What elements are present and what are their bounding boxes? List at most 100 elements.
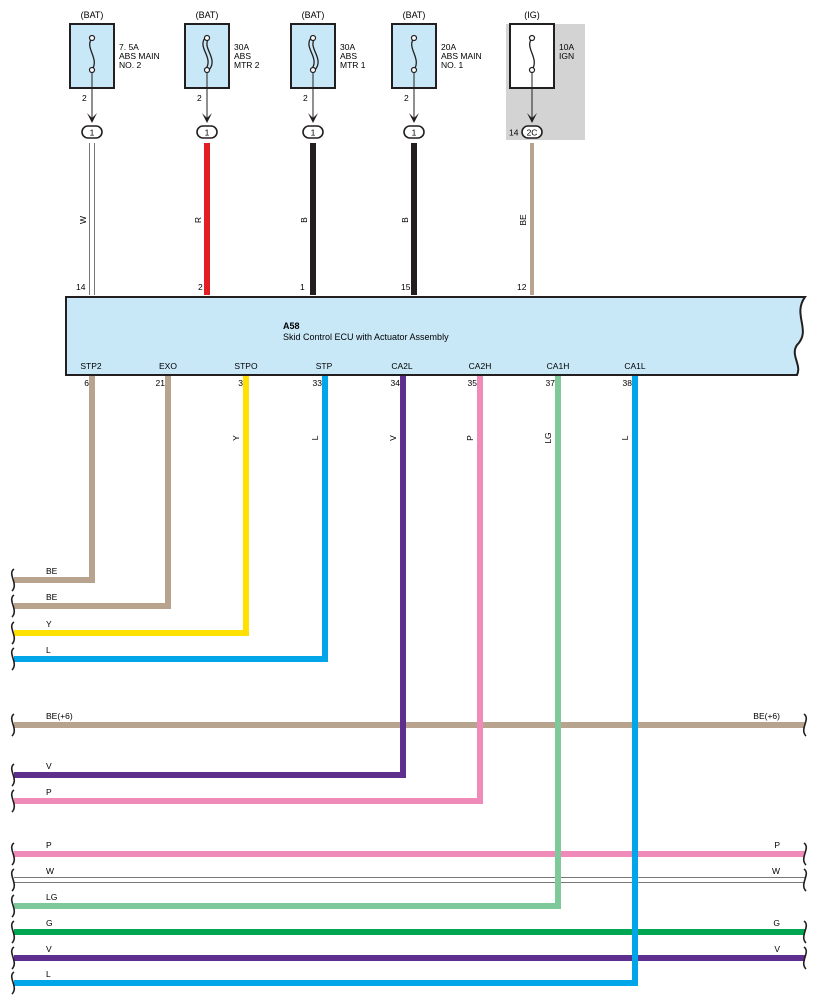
fuse-supply-label: (IG): [524, 10, 540, 20]
ecu-body: [65, 296, 807, 376]
wire-break-icon: [10, 920, 16, 944]
wire-break-icon: [802, 946, 808, 970]
ecu-pin-name: STP2: [80, 361, 102, 371]
wire-break-icon: [10, 842, 16, 866]
ecu-pin-number: 15: [401, 282, 411, 292]
ecu-pin-number: 12: [517, 282, 527, 292]
connector-arrow-icon: [87, 113, 97, 123]
connector-oval: [302, 125, 324, 139]
ecu-pin-name: CA2H: [469, 361, 492, 371]
wire-color-code-label: L: [310, 435, 320, 440]
harness-wire: [14, 376, 483, 804]
ecu-pin-number: 37: [546, 378, 556, 388]
wire-break-icon: [10, 647, 16, 671]
connector-label: 1: [311, 128, 316, 138]
wire-break-icon: [802, 868, 808, 892]
ecu-pin-number: 2: [198, 282, 203, 292]
wire-color-label: BE: [46, 566, 58, 576]
ecu-pin-name: CA1L: [624, 361, 646, 371]
fuse-name: NO. 2: [119, 60, 141, 70]
fuse-name: ABS: [234, 51, 251, 61]
wire-color-code-label: W: [78, 216, 88, 224]
wire-color-label-right: BE(+6): [753, 711, 780, 721]
fuse-terminal-icon: [88, 66, 96, 74]
fuse-terminal-icon: [410, 34, 418, 42]
wire-color-code-label: B: [400, 217, 410, 223]
wire-color-code-label: Y: [231, 435, 241, 441]
fuse-terminal-icon: [309, 66, 317, 74]
fuse-terminal-icon: [528, 34, 536, 42]
fuse-terminal-icon: [309, 34, 317, 42]
ecu-pin-number: 14: [76, 282, 86, 292]
wire-color-label: G: [46, 918, 53, 928]
ecu-name: Skid Control ECU with Actuator Assembly: [283, 332, 449, 342]
wire-break-icon: [802, 920, 808, 944]
wire-break-icon: [10, 789, 16, 813]
connector-label: 2C: [527, 128, 538, 138]
ecu-pin-number: 1: [300, 282, 305, 292]
wire-color-label: V: [46, 761, 52, 771]
connector-arrow-icon: [527, 113, 537, 123]
wire-color-code-label: LG: [543, 432, 553, 443]
fuse-rating: 20A: [441, 42, 456, 52]
wire-color-label: BE: [46, 592, 58, 602]
ecu-pin-name: CA2L: [391, 361, 413, 371]
wire-color-code-label: B: [299, 217, 309, 223]
fuse-supply-label: (BAT): [196, 10, 219, 20]
wire-color-code-label: P: [465, 435, 475, 441]
fuse-supply-label: (BAT): [81, 10, 104, 20]
wire-color-label-right: P: [774, 840, 780, 850]
ecu-code: A58: [283, 321, 300, 331]
connector-label: 1: [90, 128, 95, 138]
wire-break-icon: [10, 894, 16, 918]
fuse-name: ABS MAIN: [119, 51, 160, 61]
wire-color-label: Y: [46, 619, 52, 629]
fuse-terminal-icon: [528, 66, 536, 74]
connector-label: 1: [412, 128, 417, 138]
wire-color-label-right: W: [772, 866, 780, 876]
connector-oval: [403, 125, 425, 139]
harness-wire: [14, 376, 95, 583]
ecu-pin-name: STPO: [234, 361, 258, 371]
fuse-terminal-icon: [88, 34, 96, 42]
wire-color-code-label: V: [388, 435, 398, 441]
wire-break-icon: [802, 713, 808, 737]
wire-color-label: BE(+6): [46, 711, 73, 721]
harness-wire: [14, 376, 249, 636]
wire-break-icon: [10, 621, 16, 645]
wire-break-icon: [10, 568, 16, 592]
harness-wire: [14, 376, 406, 778]
ecu-pin-number: 33: [313, 378, 323, 388]
wire-color-code-label: R: [193, 217, 203, 223]
fuse-supply-label: (BAT): [403, 10, 426, 20]
fuse-supply-label: (BAT): [302, 10, 325, 20]
fuse-pin-number: 2: [303, 93, 308, 103]
wire-color-label: P: [46, 787, 52, 797]
fuse-terminal-icon: [203, 66, 211, 74]
harness-wire: [14, 376, 328, 662]
fuse-name: NO. 1: [441, 60, 463, 70]
fuse-rating: 30A: [340, 42, 355, 52]
ecu-pin-name: CA1H: [547, 361, 570, 371]
fuse-name: IGN: [559, 51, 574, 61]
connector-pin-number: 14: [509, 128, 519, 138]
fuse-name: ABS MAIN: [441, 51, 482, 61]
fuse-name: MTR 2: [234, 60, 260, 70]
fuse-pin-number: 2: [82, 93, 87, 103]
wire-break-icon: [802, 842, 808, 866]
ecu-pin-number: 38: [623, 378, 633, 388]
harness-wire: [14, 376, 638, 986]
fuse-pin-number: 2: [404, 93, 409, 103]
wire-color-code-label: L: [620, 435, 630, 440]
connector-oval: [196, 125, 218, 139]
fuse-terminal-icon: [203, 34, 211, 42]
connector-arrow-icon: [409, 113, 419, 123]
connector-oval: [81, 125, 103, 139]
wire-color-label: L: [46, 645, 51, 655]
harness-wire: [14, 376, 171, 609]
wire-color-label-right: G: [773, 918, 780, 928]
fuse-name: MTR 1: [340, 60, 366, 70]
wire-color-code-label: BE: [518, 214, 528, 226]
ecu-pin-number: 3: [238, 378, 243, 388]
